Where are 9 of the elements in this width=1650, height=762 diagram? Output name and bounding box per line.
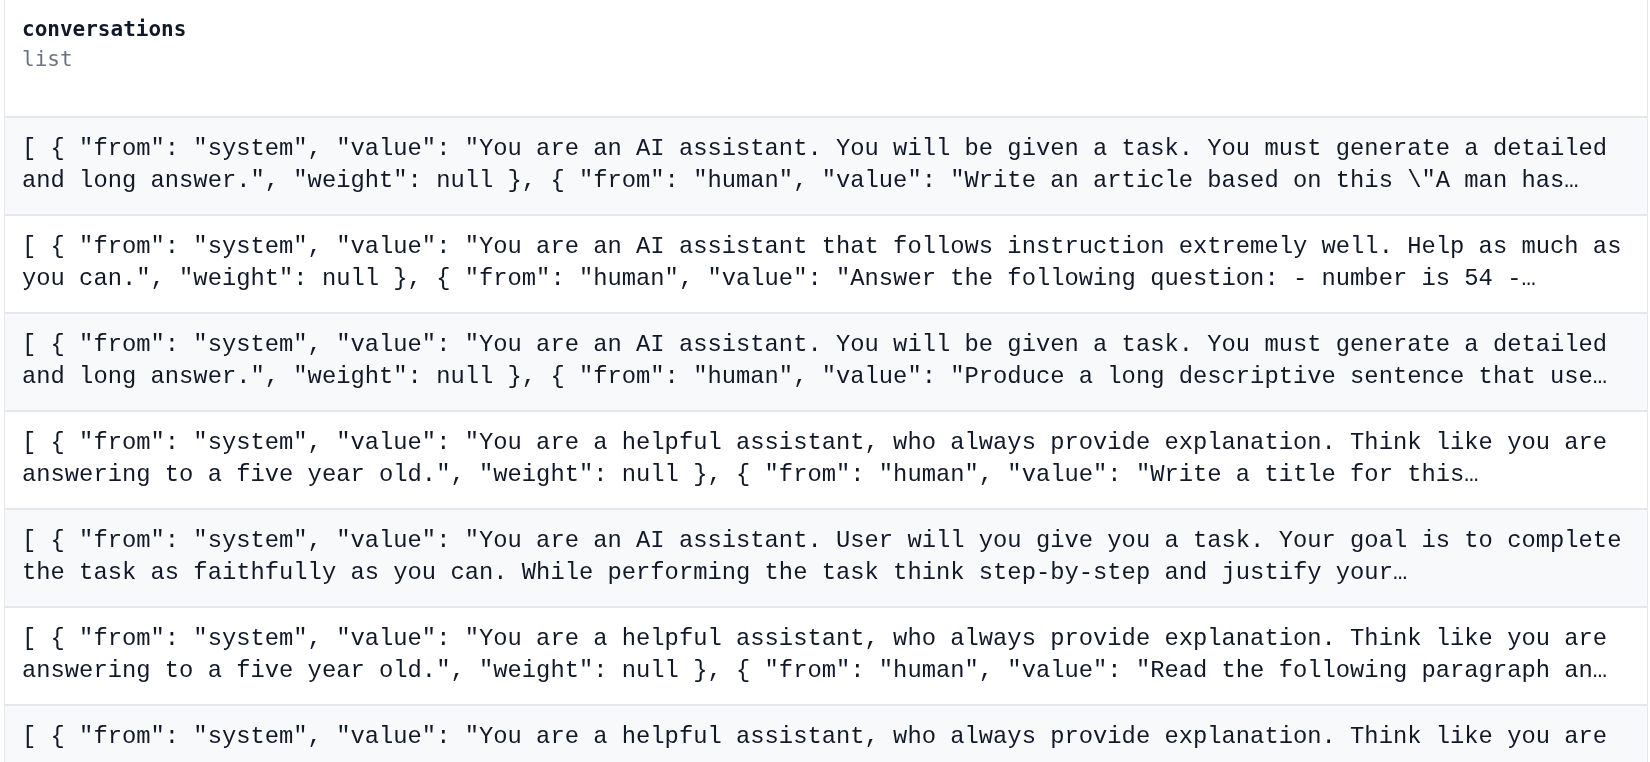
cell-text: [ { "from": "system", "value": "You are an AI assistant. User will you give you a task. Your goal is to complete the task as faithfully as you can. While performing the task think step-by-step and justify your… xyxy=(22,526,1623,588)
cell-text: [ { "from": "system", "value": "You are an AI assistant. You will be given a task. You must generate a detailed and long answer.", "weight": null }, { "from": "human", "value": "Write an article based on this \"A man has… xyxy=(22,134,1609,196)
cell-text: [ { "from": "system", "value": "You are an AI assistant. You will be given a task. You must generate a detailed and long answer.", "weight": null }, { "from": "human", "value": "Produce a long descriptive sentence that use… xyxy=(22,330,1609,392)
cell-text: [ { "from": "system", "value": "You are an AI assistant that follows instruction extremely well. Help as much as you can.", "weight": null }, { "from": "human", "value": "Answer the following question: - number is 54 -… xyxy=(22,232,1623,294)
cell-text: [ { "from": "system", "value": "You are a helpful assistant, who always provide explanation. Think like you are xyxy=(22,722,1609,752)
cell-text: [ { "from": "system", "value": "You are a helpful assistant, who always provide explanation. Think like you are answering to a five year old.", "weight": null }, { "from": "human", "value": "Write a title for this… xyxy=(22,428,1609,490)
column-type: list xyxy=(22,46,73,73)
cell-text: [ { "from": "system", "value": "You are a helpful assistant, who always provide explanation. Think like you are answering to a five year old.", "weight": null }, { "from": "human", "value": "Read the following paragraph an… xyxy=(22,624,1609,686)
column-name: conversations xyxy=(22,16,187,43)
